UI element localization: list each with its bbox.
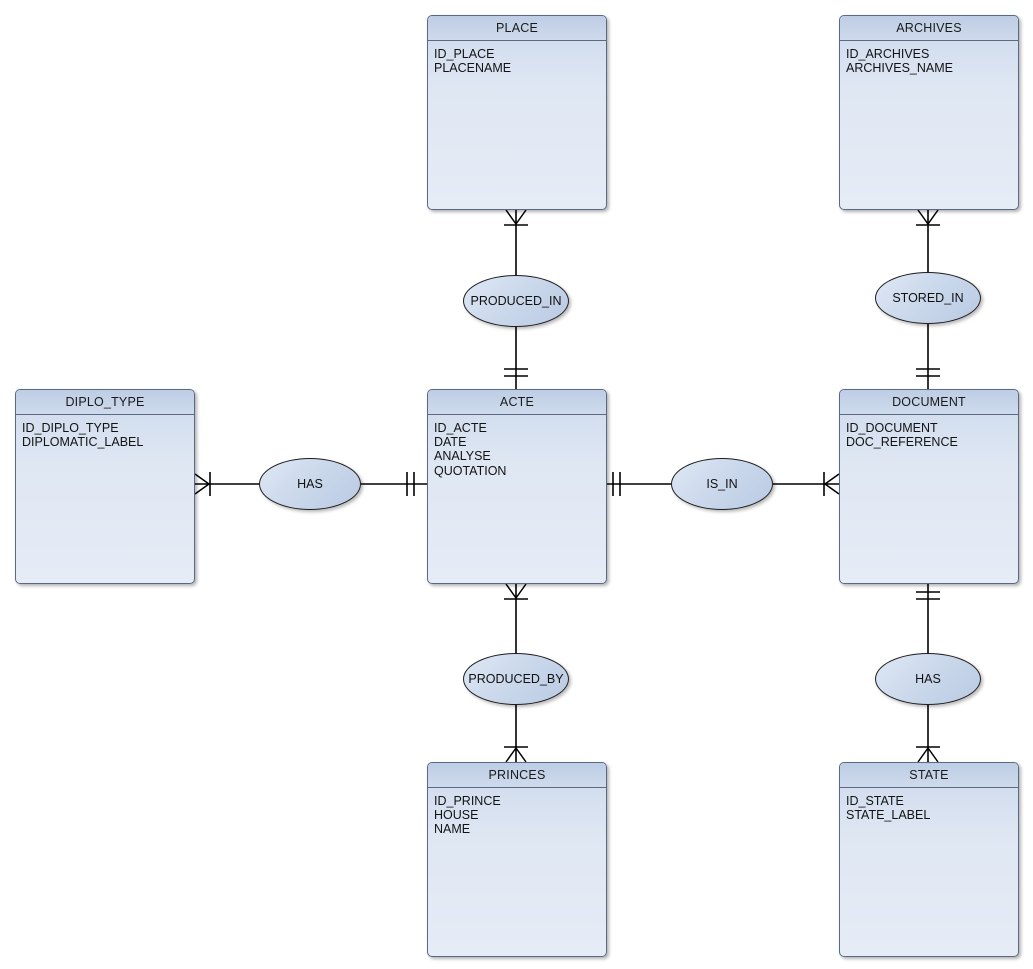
attribute: ID_PRINCE — [434, 794, 501, 808]
entity-place-title: PLACE — [428, 16, 606, 41]
connector-produced-by-princes — [504, 705, 528, 763]
relationship-produced-by[interactable]: PRODUCED_BY — [463, 653, 569, 705]
relationship-stored-in[interactable]: STORED_IN — [875, 272, 981, 324]
attribute: ID_STATE — [846, 794, 904, 808]
connector-place-produced-in — [504, 209, 528, 275]
entity-state-attributes: ID_STATE STATE_LABEL — [840, 788, 1018, 822]
attribute: DOC_REFERENCE — [846, 435, 958, 450]
entity-archives-attributes: ID_ARCHIVES ARCHIVES_NAME — [840, 41, 1018, 75]
attribute: ID_DIPLO_TYPE — [22, 421, 119, 435]
entity-state[interactable]: STATE ID_STATE STATE_LABEL — [839, 762, 1019, 957]
attribute: ID_DOCUMENT — [846, 421, 938, 435]
attribute: ID_ACTE — [434, 421, 487, 435]
attribute: STATE_LABEL — [846, 808, 931, 823]
relationship-label: HAS — [915, 672, 941, 686]
entity-princes-attributes: ID_PRINCE HOUSE NAME — [428, 788, 606, 837]
entity-acte-attributes: ID_ACTE DATE ANALYSE QUOTATION — [428, 415, 606, 478]
entity-document[interactable]: DOCUMENT ID_DOCUMENT DOC_REFERENCE — [839, 389, 1019, 584]
attribute: DIPLOMATIC_LABEL — [22, 435, 144, 450]
relationship-produced-in[interactable]: PRODUCED_IN — [463, 275, 569, 327]
connector-produced-in-acte — [504, 327, 528, 389]
connector-document-has — [916, 584, 940, 653]
attribute: QUOTATION — [434, 463, 507, 478]
connector-acte-is-in — [607, 472, 671, 496]
relationship-has-diplo-type[interactable]: HAS — [259, 458, 361, 510]
connector-has-state — [916, 705, 940, 763]
connector-stored-in-document — [916, 324, 940, 389]
entity-princes-title: PRINCES — [428, 763, 606, 788]
relationship-label: PRODUCED_BY — [468, 672, 564, 686]
connector-is-in-document — [773, 472, 840, 496]
entity-diplo-type-attributes: ID_DIPLO_TYPE DIPLOMATIC_LABEL — [16, 415, 194, 449]
entity-acte-title: ACTE — [428, 390, 606, 415]
attribute: NAME — [434, 822, 471, 837]
entity-state-title: STATE — [840, 763, 1018, 788]
attribute: ID_ARCHIVES — [846, 47, 930, 61]
entity-document-attributes: ID_DOCUMENT DOC_REFERENCE — [840, 415, 1018, 449]
connector-archives-stored-in — [916, 209, 940, 272]
connector-has-acte — [361, 472, 427, 496]
relationship-label: HAS — [297, 477, 323, 491]
attribute: ANALYSE — [434, 449, 491, 464]
attribute: HOUSE — [434, 808, 479, 823]
relationship-label: PRODUCED_IN — [470, 294, 562, 308]
entity-document-title: DOCUMENT — [840, 390, 1018, 415]
attribute: ID_PLACE — [434, 47, 495, 61]
attribute: DATE — [434, 435, 467, 450]
attribute: ARCHIVES_NAME — [846, 61, 953, 76]
entity-princes[interactable]: PRINCES ID_PRINCE HOUSE NAME — [427, 762, 607, 957]
relationship-label: IS_IN — [706, 477, 738, 491]
entity-acte[interactable]: ACTE ID_ACTE DATE ANALYSE QUOTATION — [427, 389, 607, 584]
connector-acte-produced-by — [504, 583, 528, 653]
relationship-label: STORED_IN — [892, 291, 964, 305]
attribute: PLACENAME — [434, 61, 512, 76]
entity-diplo-type[interactable]: DIPLO_TYPE ID_DIPLO_TYPE DIPLOMATIC_LABE… — [15, 389, 195, 584]
entity-diplo-type-title: DIPLO_TYPE — [16, 390, 194, 415]
entity-place[interactable]: PLACE ID_PLACE PLACENAME — [427, 15, 607, 210]
entity-archives-title: ARCHIVES — [840, 16, 1018, 41]
relationship-has-state[interactable]: HAS — [875, 653, 981, 705]
entity-place-attributes: ID_PLACE PLACENAME — [428, 41, 606, 75]
connector-diplo-type-has — [194, 472, 259, 496]
relationship-is-in[interactable]: IS_IN — [671, 458, 773, 510]
entity-archives[interactable]: ARCHIVES ID_ARCHIVES ARCHIVES_NAME — [839, 15, 1019, 210]
